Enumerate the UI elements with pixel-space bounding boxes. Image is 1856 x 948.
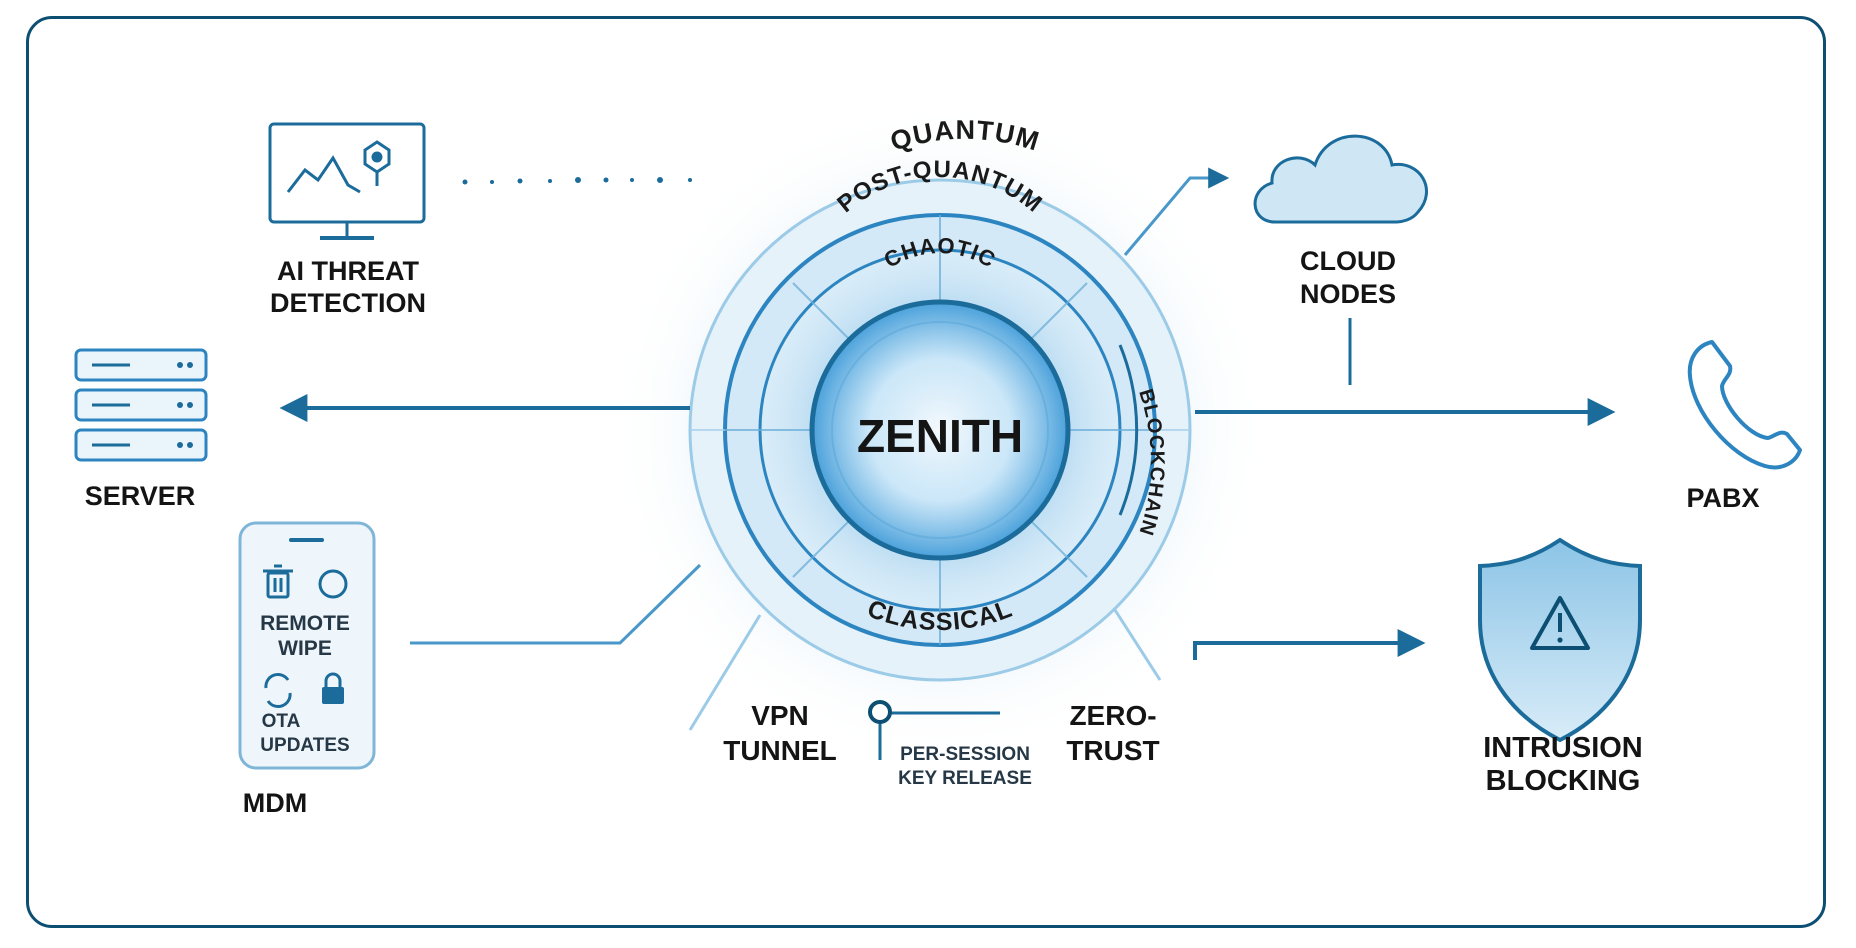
intrusion-label-1: INTRUSION — [1483, 732, 1643, 764]
shield-warning-icon — [1478, 537, 1642, 743]
vpn-ray — [688, 614, 762, 731]
core-circle — [809, 299, 1071, 561]
cloud-label-1: CLOUD — [1300, 246, 1396, 276]
arrow-to-intrusion — [1193, 629, 1426, 660]
sync-icon — [264, 673, 292, 708]
connectors — [279, 167, 1616, 760]
zero-trust-label-2: TRUST — [1066, 735, 1159, 766]
zero-trust-label-1: ZERO- — [1069, 700, 1156, 731]
key-node-icon — [868, 700, 892, 724]
ota-label-2: UPDATES — [260, 735, 349, 756]
blockchain-band — [1118, 344, 1139, 516]
trash-icon — [263, 564, 293, 599]
zero-trust-ray — [1113, 609, 1162, 681]
ai-dots — [462, 177, 692, 185]
status-circle-icon — [318, 569, 348, 599]
remote-wipe-label-2: WIPE — [278, 637, 332, 660]
lock-icon — [322, 672, 344, 704]
mdm-label: MDM — [243, 788, 307, 818]
key-release-label-1: PER-SESSION — [900, 744, 1030, 765]
link-from-mdm — [410, 563, 702, 645]
ota-label-1: OTA — [262, 711, 301, 732]
phone-icon — [1687, 340, 1802, 470]
cloud-icon — [1253, 134, 1428, 224]
link-to-cloud — [1123, 167, 1230, 256]
cloud-label-2: NODES — [1300, 279, 1396, 309]
ring-spokes — [690, 215, 1190, 645]
ai-threat-label-2: DETECTION — [270, 288, 426, 318]
core-inner-ring — [831, 321, 1049, 539]
vpn-label-2: TUNNEL — [723, 735, 837, 766]
remote-wipe-label-1: REMOTE — [260, 612, 350, 635]
key-release-label-2: KEY RELEASE — [898, 768, 1032, 789]
server-rack-icon — [74, 348, 208, 462]
server-label: SERVER — [85, 481, 196, 511]
intrusion-label-2: BLOCKING — [1486, 765, 1641, 797]
monitor-chart-icon — [268, 122, 426, 240]
pabx-label: PABX — [1686, 483, 1759, 513]
vpn-label-1: VPN — [751, 700, 809, 731]
ai-threat-label-1: AI THREAT — [277, 256, 419, 286]
core-label: ZENITH — [857, 410, 1023, 462]
